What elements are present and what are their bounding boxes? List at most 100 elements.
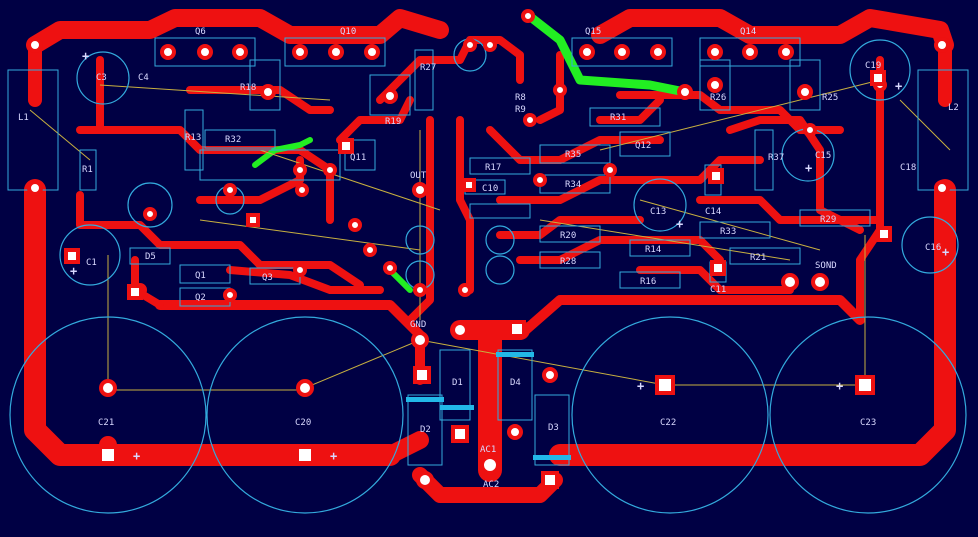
label-q11: Q11 [350, 153, 366, 163]
plus-c21: + [133, 449, 140, 463]
plus-c13: + [676, 217, 683, 231]
q-outline-6 [485, 255, 515, 285]
r32-outline [204, 129, 276, 149]
r31-outline [589, 107, 661, 127]
trace-mid-10 [536, 51, 564, 124]
trace-center-3 [456, 116, 474, 294]
trace-center-2 [406, 116, 434, 324]
q12-outline [619, 131, 671, 157]
silkscreen-labels: Q6 Q10 Q15 Q14 R35 R34 R31 R17 C10 R20 R… [18, 27, 959, 490]
plus-c22: + [637, 379, 644, 393]
label-d4: D4 [510, 378, 521, 388]
trace-left-rail [24, 179, 401, 466]
r20-outline [539, 225, 601, 243]
plus-c16: + [942, 245, 949, 259]
label-c16: C16 [925, 243, 941, 253]
label-r34: R34 [565, 180, 581, 190]
label-q12: Q12 [635, 141, 651, 151]
label-q10: Q10 [340, 27, 356, 37]
c13-outline [633, 178, 687, 232]
label-r18: R18 [240, 83, 256, 93]
q-outline-4 [405, 225, 435, 255]
label-q2: Q2 [195, 293, 206, 303]
label-d1: D1 [452, 378, 463, 388]
label-r1: R1 [82, 165, 93, 175]
label-r33: R33 [720, 227, 736, 237]
r29-outline [799, 209, 871, 227]
label-r25: R25 [822, 93, 838, 103]
d5-outline [129, 247, 171, 265]
label-r17: R17 [485, 163, 501, 173]
label-c18: C18 [900, 163, 916, 173]
r13-outline [184, 109, 204, 171]
label-r19: R19 [385, 117, 401, 127]
c22-outline [571, 316, 769, 514]
label-d5: D5 [145, 252, 156, 262]
c19-outline [849, 39, 911, 101]
d2-outline [407, 394, 443, 466]
r27-outline [414, 49, 434, 111]
label-q1: Q1 [195, 271, 206, 281]
r37-outline [754, 129, 774, 191]
q10-outline [284, 37, 386, 67]
r14-outline [629, 239, 691, 257]
plus-c1: + [70, 264, 77, 278]
q11-outline [344, 139, 376, 171]
jumper-left [252, 137, 313, 168]
q6-outline [154, 37, 256, 67]
r1-outline [79, 149, 97, 191]
label-c21: C21 [98, 418, 114, 428]
r17-outline [469, 157, 531, 175]
label-gnd: GND [410, 320, 426, 330]
label-c11: C11 [710, 285, 726, 295]
trace-upper-left-3 [186, 86, 334, 114]
label-r27: R27 [420, 63, 436, 73]
label-c13: C13 [650, 207, 666, 217]
d3-outline [534, 394, 570, 466]
r22-outline [469, 203, 531, 219]
q15-outline [571, 37, 673, 67]
label-r9: R9 [515, 105, 526, 115]
label-r35: R35 [565, 150, 581, 160]
q14-outline [699, 37, 801, 67]
plus-c3: + [82, 49, 89, 63]
d1-outline [439, 349, 471, 421]
label-d2: D2 [420, 425, 431, 435]
trace-top-left [26, 9, 449, 54]
trace-center-5 [496, 156, 764, 204]
capacitor-outlines [9, 38, 967, 514]
diode-bands [406, 352, 571, 460]
label-r8: R8 [515, 93, 526, 103]
label-q3: Q3 [262, 273, 273, 283]
label-sond: SOND [815, 261, 837, 271]
plus-c23: + [836, 379, 843, 393]
label-q15: Q15 [585, 27, 601, 37]
label-q6: Q6 [195, 27, 206, 37]
plus-c20: + [330, 449, 337, 463]
jumper-top [523, 10, 690, 97]
q-outline-5 [485, 225, 515, 255]
trace-right-3 [696, 196, 884, 224]
trace-right-lower-loop [515, 295, 865, 340]
label-c10: C10 [482, 184, 498, 194]
c1-outline [59, 224, 121, 286]
label-ac1: AC1 [480, 445, 496, 455]
label-c3: C3 [96, 73, 107, 83]
label-r14: R14 [645, 245, 661, 255]
label-l1: L1 [18, 113, 29, 123]
trace-mid-11 [596, 96, 664, 124]
r35-outline [539, 144, 611, 164]
label-r32: R32 [225, 135, 241, 145]
label-c4: C4 [138, 73, 149, 83]
label-r20: R20 [560, 231, 576, 241]
r18-outline [249, 59, 281, 111]
label-c1: C1 [86, 258, 97, 268]
r16-outline [619, 271, 681, 289]
label-r26: R26 [710, 93, 726, 103]
r21-outline [729, 247, 801, 265]
r28-outline [539, 251, 601, 269]
label-c20: C20 [295, 418, 311, 428]
r19-outline [369, 74, 411, 116]
c20-outline [206, 316, 404, 514]
